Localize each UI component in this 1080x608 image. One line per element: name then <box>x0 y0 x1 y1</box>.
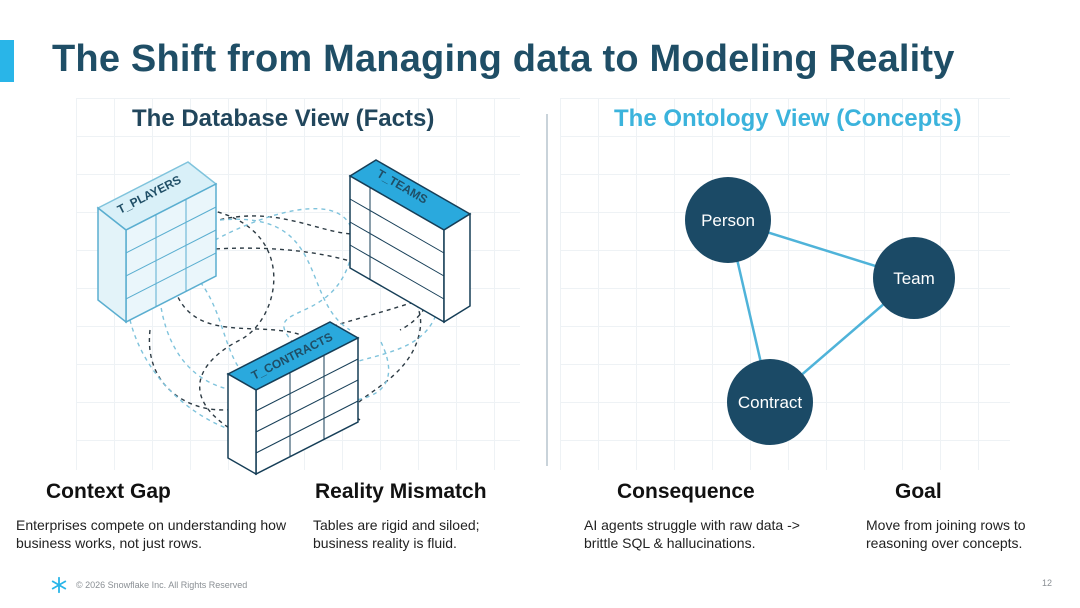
goal-heading: Goal <box>895 480 942 503</box>
node-label-person: Person <box>701 211 755 230</box>
consequence-text: AI agents struggle with raw data -> brit… <box>584 517 800 551</box>
database-view-title: The Database View (Facts) <box>132 105 435 132</box>
consequence-heading: Consequence <box>617 480 755 503</box>
slide-title: The Shift from Managing data to Modeling… <box>52 38 955 80</box>
reality-mismatch-heading: Reality Mismatch <box>315 480 487 503</box>
table-t-players: T_PLAYERS <box>96 161 218 324</box>
panel-divider <box>546 114 548 466</box>
node-contract <box>727 359 813 445</box>
snowflake-icon <box>51 576 67 594</box>
ontology-graph: Person Team Contract <box>685 177 955 445</box>
context-gap-heading: Context Gap <box>46 480 171 503</box>
node-label-contract: Contract <box>738 393 803 412</box>
node-label-team: Team <box>893 269 935 288</box>
ontology-view-title: The Ontology View (Concepts) <box>614 105 962 132</box>
goal-text: Move from joining rows to reasoning over… <box>866 517 1026 551</box>
context-gap-text: Enterprises compete on understanding how… <box>16 517 287 551</box>
title-accent-bar <box>0 40 14 82</box>
footer-copyright: © 2026 Snowflake Inc. All Rights Reserve… <box>76 580 248 590</box>
page-number: 12 <box>1041 578 1052 588</box>
node-person <box>685 177 771 263</box>
table-t-teams: T_TEAMS <box>348 159 472 324</box>
table-t-contracts: T_CONTRACTS <box>226 321 360 476</box>
reality-mismatch-text: Tables are rigid and siloed; business re… <box>313 517 480 551</box>
node-team <box>873 237 955 319</box>
